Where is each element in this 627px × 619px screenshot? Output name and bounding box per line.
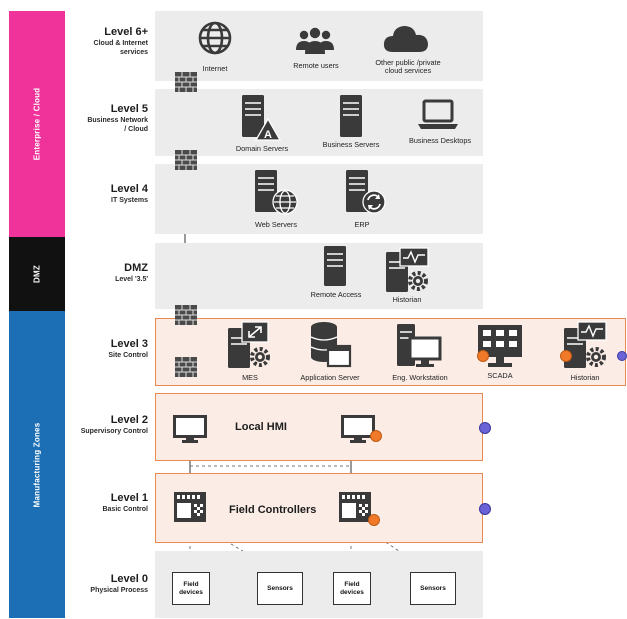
- level-2-title: Level 2 Supervisory Control: [80, 414, 148, 435]
- business-servers-label: Business Servers: [322, 140, 380, 149]
- field-controllers-label: Field Controllers: [229, 504, 317, 516]
- zone-dmz-label: DMZ: [32, 265, 42, 283]
- domain-servers-label: Domain Servers: [235, 144, 289, 153]
- hmi-monitor-icon: [341, 415, 375, 443]
- application-server-icon: [310, 322, 352, 368]
- cloud-services-label: Other public /private cloud services: [375, 58, 441, 76]
- firewall-icon: [175, 72, 197, 92]
- remote-access-label: Remote Access: [310, 290, 362, 299]
- internet-label: Internet: [202, 64, 228, 73]
- dmz-title: DMZ Level '3.5': [115, 262, 148, 283]
- purple-marker: [617, 351, 627, 361]
- purple-marker: [479, 422, 491, 434]
- cloud-icon: [383, 23, 429, 53]
- sensors-box: Sensors: [410, 572, 456, 605]
- level-0-title: Level 0 Physical Process: [90, 573, 148, 594]
- historian-l3-label: Historian: [570, 373, 600, 382]
- level-3-title: Level 3 Site Control: [108, 338, 148, 359]
- zone-enterprise-label: Enterprise / Cloud: [32, 87, 42, 161]
- orange-marker: [368, 514, 380, 526]
- zone-manufacturing-label: Manufacturing Zones: [32, 422, 42, 507]
- users-icon: [296, 26, 334, 54]
- level-1-title: Level 1 Basic Control: [102, 492, 148, 513]
- remote-users-label: Remote users: [293, 61, 339, 70]
- orange-marker: [477, 350, 489, 362]
- level-6-title: Level 6+ Cloud & Internet services: [93, 26, 148, 56]
- erp-label: ERP: [354, 220, 370, 229]
- zone-enterprise-cloud: Enterprise / Cloud: [9, 11, 65, 237]
- firewall-icon: [175, 357, 197, 377]
- scada-label: SCADA: [487, 371, 513, 380]
- globe-icon: [197, 20, 233, 56]
- level-4-title: Level 4 IT Systems: [110, 183, 148, 204]
- historian-icon: [386, 247, 430, 294]
- firewall-icon: [175, 150, 197, 170]
- application-server-label: Application Server: [300, 373, 360, 382]
- historian-dmz-label: Historian: [392, 295, 422, 304]
- orange-marker: [560, 350, 572, 362]
- svg-text:A: A: [264, 129, 272, 141]
- laptop-icon: [418, 99, 458, 130]
- local-hmi-label: Local HMI: [235, 421, 287, 433]
- zone-dmz: DMZ: [9, 237, 65, 311]
- hmi-monitor-icon: [173, 415, 207, 443]
- mes-icon: [228, 321, 272, 368]
- business-desktops-label: Business Desktops: [408, 136, 472, 145]
- remote-access-server-icon: [324, 246, 346, 286]
- band-level-3: [155, 318, 626, 386]
- eng-workstation-label: Eng. Workstation: [392, 373, 448, 382]
- level-5-title: Level 5 Business Network / Cloud: [87, 103, 148, 133]
- zone-manufacturing: Manufacturing Zones: [9, 311, 65, 618]
- workstation-icon: [397, 324, 442, 370]
- plc-controller-icon: [339, 492, 371, 522]
- historian-icon: [564, 321, 608, 368]
- sensors-box: Sensors: [257, 572, 303, 605]
- field-devices-box: Field devices: [333, 572, 371, 605]
- domain-server-icon: A: [240, 95, 282, 141]
- mes-label: MES: [242, 373, 258, 382]
- purple-marker: [479, 503, 491, 515]
- web-server-icon: [255, 170, 299, 216]
- field-devices-box: Field devices: [172, 572, 210, 605]
- plc-controller-icon: [174, 492, 206, 522]
- web-servers-label: Web Servers: [254, 220, 298, 229]
- band-level-4: [155, 164, 483, 234]
- orange-marker: [370, 430, 382, 442]
- erp-server-icon: [346, 170, 386, 216]
- server-icon: [340, 95, 362, 137]
- firewall-icon: [175, 305, 197, 325]
